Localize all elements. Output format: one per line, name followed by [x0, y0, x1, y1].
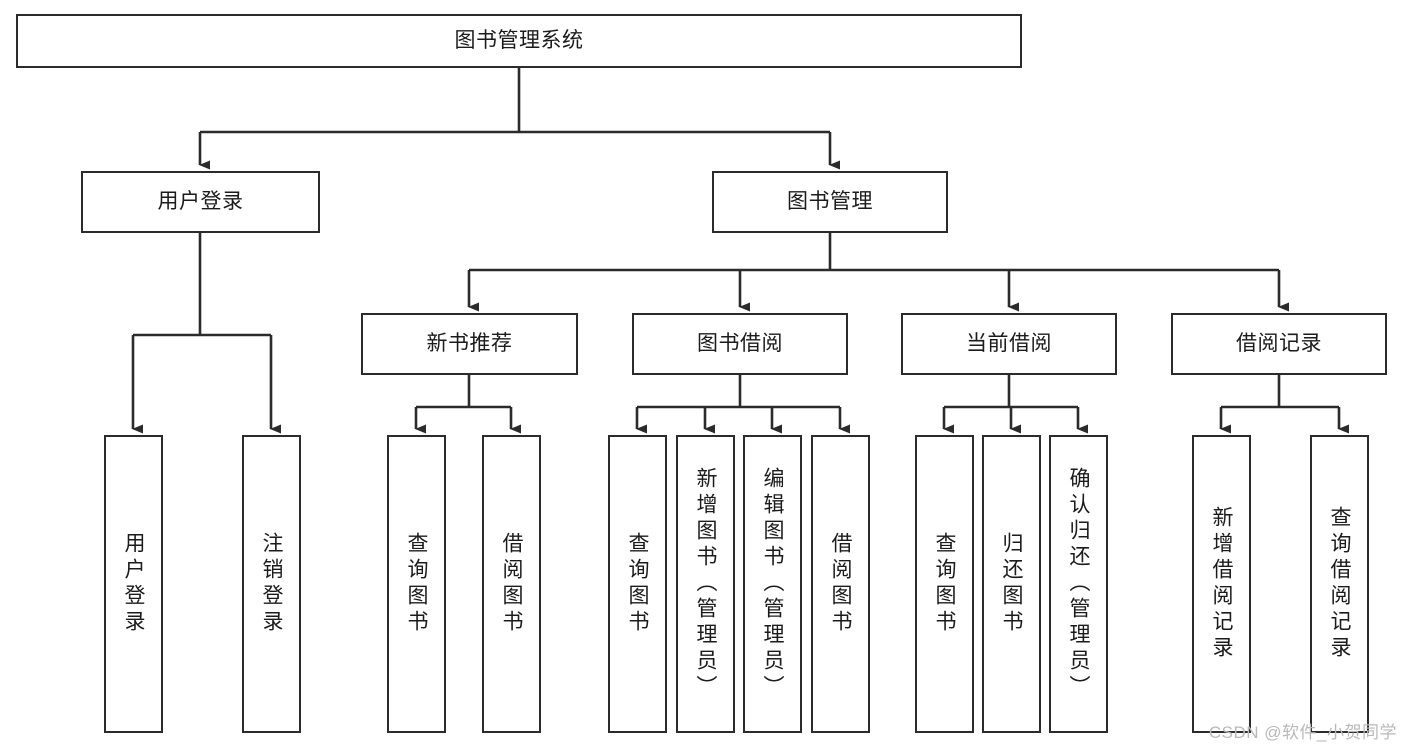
node-leaf-query-borrow-record-label: 查询借阅记录 [1328, 506, 1351, 662]
node-leaf-borrow-book-1[interactable]: 借阅图书 [482, 435, 541, 733]
node-borrow-record[interactable]: 借阅记录 [1171, 313, 1387, 375]
node-leaf-borrow-book-2-label: 借阅图书 [829, 532, 852, 636]
node-leaf-logout-login-label: 注销登录 [260, 532, 283, 636]
node-leaf-add-book-admin-label: 新增图书（管理员） [694, 467, 717, 701]
node-leaf-logout-login[interactable]: 注销登录 [242, 435, 301, 733]
node-root-label: 图书管理系统 [454, 28, 584, 52]
node-root[interactable]: 图书管理系统 [16, 14, 1022, 68]
node-leaf-edit-book-admin-label: 编辑图书（管理员） [761, 467, 784, 701]
node-user-login-label: 用户登录 [157, 189, 244, 213]
node-book-borrow[interactable]: 图书借阅 [632, 313, 848, 375]
node-leaf-query-book-3-label: 查询图书 [933, 532, 956, 636]
node-leaf-query-book-2[interactable]: 查询图书 [608, 435, 667, 733]
node-new-book-recommend[interactable]: 新书推荐 [361, 313, 578, 375]
node-book-borrow-label: 图书借阅 [697, 331, 783, 355]
node-leaf-query-borrow-record[interactable]: 查询借阅记录 [1310, 435, 1369, 733]
node-borrow-record-label: 借阅记录 [1236, 331, 1322, 355]
node-leaf-user-login-label: 用户登录 [122, 532, 145, 636]
watermark: CSDN @软件_小贺同学 [1208, 723, 1397, 742]
node-leaf-return-book-label: 归还图书 [1000, 532, 1023, 636]
node-leaf-user-login[interactable]: 用户登录 [104, 435, 163, 733]
node-leaf-query-book-3[interactable]: 查询图书 [915, 435, 974, 733]
node-user-login[interactable]: 用户登录 [81, 171, 320, 233]
node-leaf-borrow-book-1-label: 借阅图书 [500, 532, 523, 636]
node-leaf-confirm-return-admin[interactable]: 确认归还（管理员） [1049, 435, 1108, 733]
node-leaf-query-book-1[interactable]: 查询图书 [387, 435, 446, 733]
node-current-borrow[interactable]: 当前借阅 [901, 313, 1117, 375]
node-leaf-edit-book-admin[interactable]: 编辑图书（管理员） [743, 435, 802, 733]
node-leaf-add-book-admin[interactable]: 新增图书（管理员） [676, 435, 735, 733]
node-leaf-add-borrow-record[interactable]: 新增借阅记录 [1192, 435, 1251, 733]
node-leaf-add-borrow-record-label: 新增借阅记录 [1210, 506, 1233, 662]
node-current-borrow-label: 当前借阅 [966, 331, 1052, 355]
node-leaf-return-book[interactable]: 归还图书 [982, 435, 1041, 733]
node-leaf-query-book-1-label: 查询图书 [405, 532, 428, 636]
node-leaf-query-book-2-label: 查询图书 [626, 532, 649, 636]
node-leaf-borrow-book-2[interactable]: 借阅图书 [811, 435, 870, 733]
node-book-management[interactable]: 图书管理 [712, 171, 948, 233]
node-new-book-recommend-label: 新书推荐 [426, 331, 513, 355]
node-book-management-label: 图书管理 [787, 189, 873, 213]
node-leaf-confirm-return-admin-label: 确认归还（管理员） [1067, 467, 1090, 701]
